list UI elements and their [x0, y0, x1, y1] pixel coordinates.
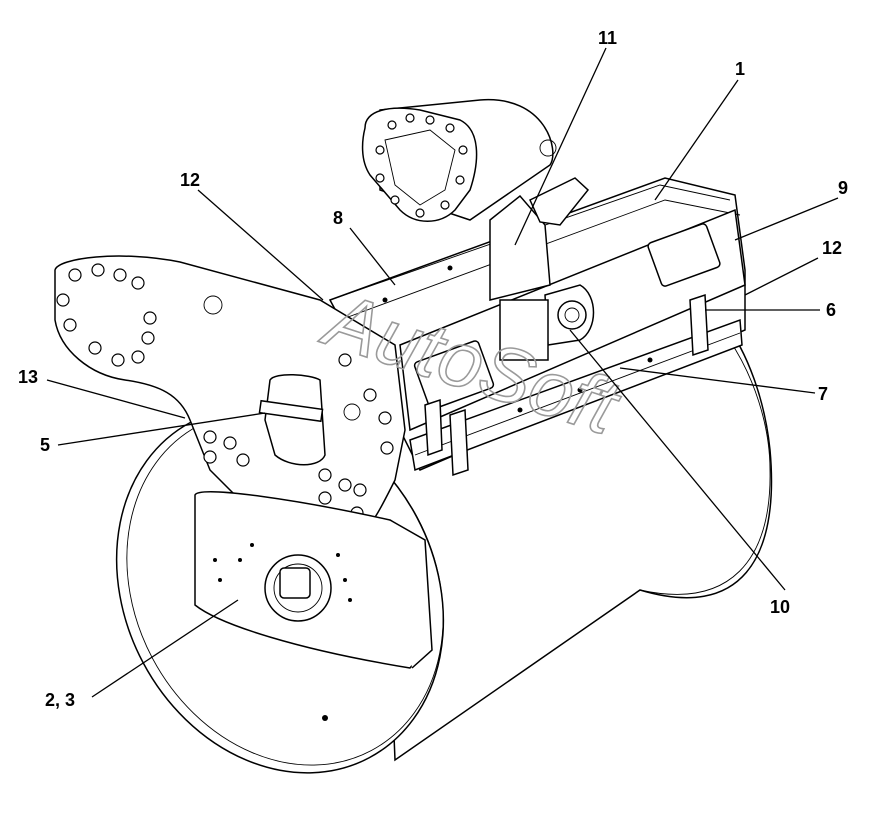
callout-9: 9	[838, 178, 848, 198]
callout-1: 1	[735, 59, 745, 79]
front-side-plate	[54, 255, 406, 531]
callout-8: 8	[333, 208, 343, 228]
motor-housing	[499, 284, 595, 361]
callout-12-right: 12	[822, 238, 842, 258]
callout-10: 10	[770, 597, 790, 617]
callout-13: 13	[18, 367, 38, 387]
drum-end-plate	[194, 491, 433, 721]
callouts: 1 11 12 8 9 12 6 13 7 5 10 2, 3	[18, 28, 848, 710]
rear-flange-plate	[361, 99, 557, 222]
callout-6: 6	[826, 300, 836, 320]
callout-5: 5	[40, 435, 50, 455]
callout-2-3: 2, 3	[45, 690, 75, 710]
callout-7: 7	[818, 384, 828, 404]
triangular-plate	[489, 177, 590, 301]
callout-11: 11	[598, 28, 617, 48]
callout-12-top: 12	[180, 170, 200, 190]
leader-lines	[46, 47, 839, 698]
